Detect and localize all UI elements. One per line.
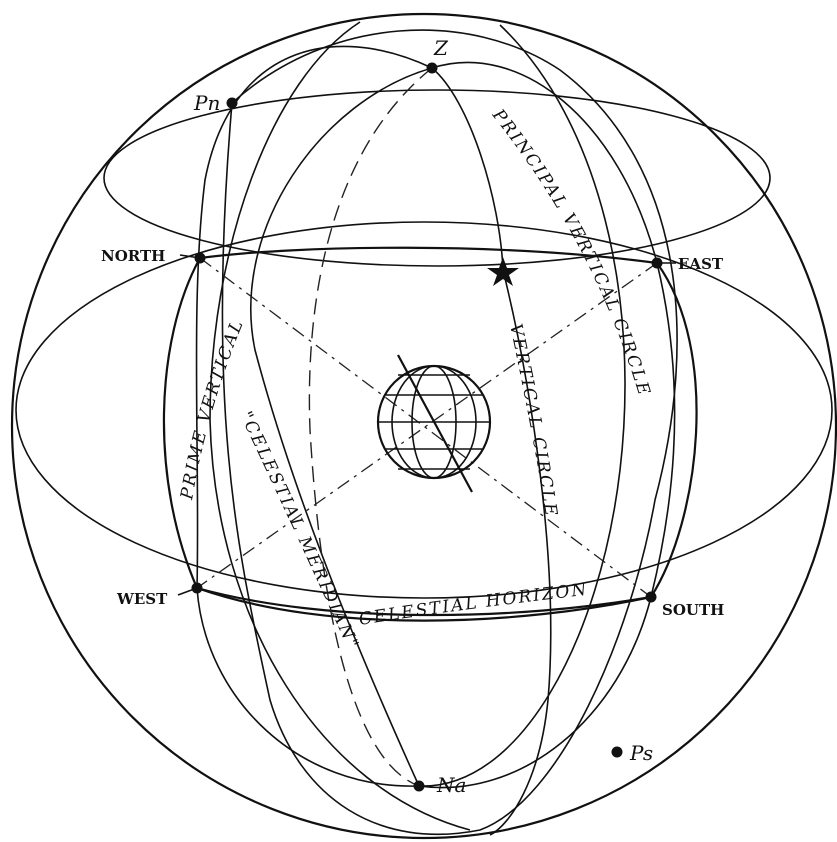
celestial-meridian-label: "CELESTIAL MERIDIAN" <box>235 408 362 653</box>
west-label: WEST <box>116 590 168 608</box>
upper-parallel-circle <box>104 90 770 266</box>
north-label: NORTH <box>101 247 165 265</box>
south-point <box>646 592 657 603</box>
south-label: SOUTH <box>662 601 724 619</box>
earth-globe <box>378 355 490 492</box>
south-pole-point <box>612 747 623 758</box>
celestial-horizon-label: CELESTIAL HORIZON <box>357 580 589 630</box>
celestial-sphere-outline <box>12 14 836 838</box>
nadir-point <box>414 781 425 792</box>
zenith-label: Z <box>433 36 449 60</box>
prime-vertical-circle <box>196 46 432 786</box>
north-south-axis <box>200 258 651 597</box>
zenith-point <box>427 63 438 74</box>
north-pole-label: Pn <box>193 91 220 115</box>
prime-vertical-label: PRIME VERTICAL <box>177 316 248 502</box>
south-pole-label: Ps <box>629 741 653 765</box>
vertical-circle-back <box>309 68 432 786</box>
north-pole-point <box>227 98 238 109</box>
nadir-label: Na <box>436 773 466 797</box>
vertical-circle-label: VERTICAL CIRCLE <box>505 322 561 519</box>
star-icon <box>487 257 519 286</box>
celestial-meridian-circle <box>222 30 677 834</box>
east-west-axis <box>197 263 657 588</box>
equator-ellipse <box>16 222 832 598</box>
east-label: EAST <box>678 255 724 273</box>
